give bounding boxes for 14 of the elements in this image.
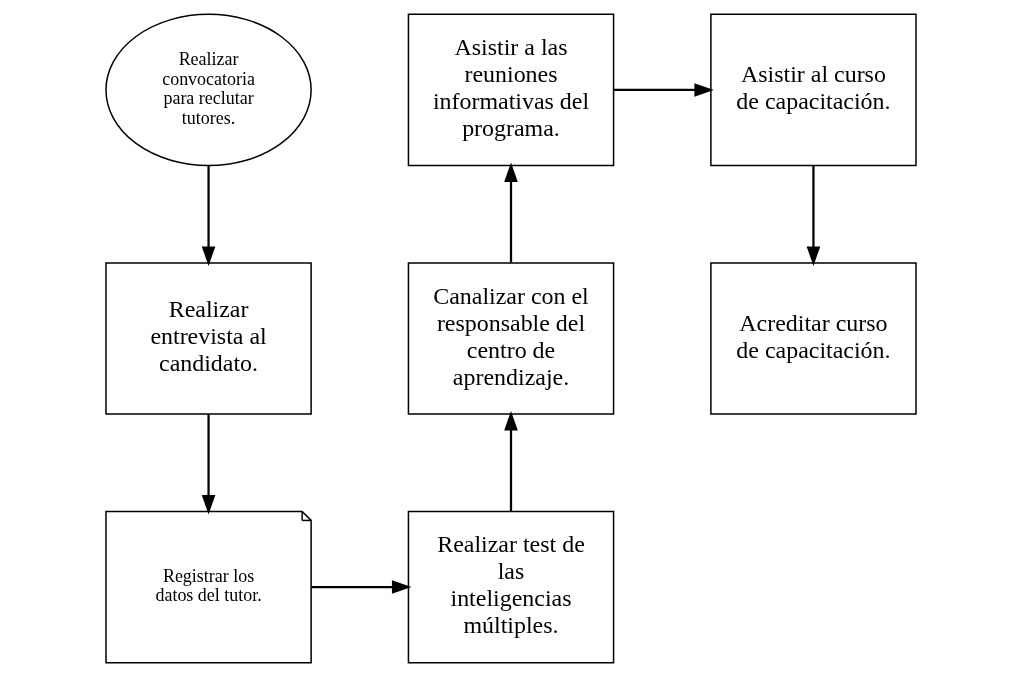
node-box: Asistir a las reuniones informativas del programa. xyxy=(407,13,614,167)
arrow xyxy=(201,165,215,266)
arrow xyxy=(503,410,518,512)
node-box: Acreditar curso de capacitación. xyxy=(709,262,917,415)
arrow xyxy=(201,414,215,515)
node-box: Canalizar con el responsable del centro de aprendizaje. xyxy=(407,262,614,415)
node-box: Realizar test de las inteligencias múltiples. xyxy=(407,510,614,664)
node-box: Asistir al curso de capacitación. xyxy=(709,13,917,167)
arrow xyxy=(503,162,518,263)
node-box: Realizar entrevista al candidato. xyxy=(104,262,312,415)
node-ellipse: Realizar convocatoria para reclutar tutores. xyxy=(104,13,312,167)
arrow xyxy=(310,580,411,594)
arrow xyxy=(613,83,714,97)
arrow xyxy=(806,165,820,266)
